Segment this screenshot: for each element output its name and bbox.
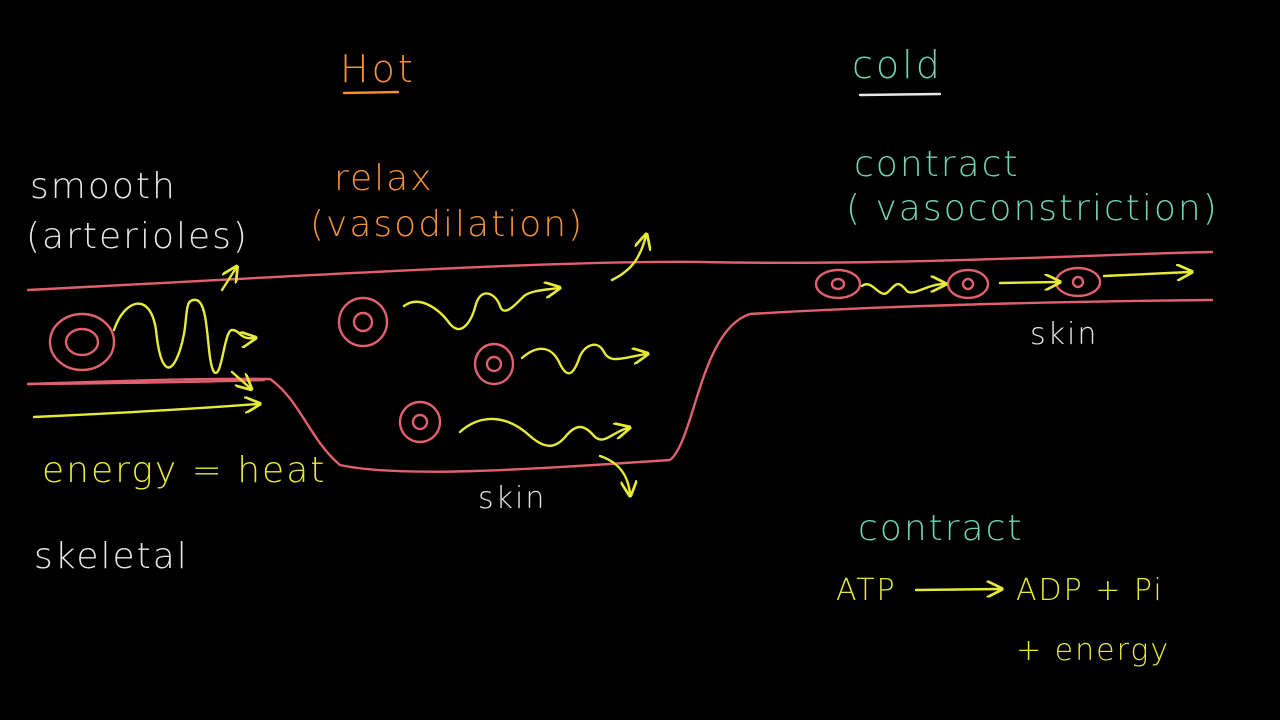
vasoconstriction-label: ( vasoconstriction) <box>846 188 1219 229</box>
arrow-icon <box>998 282 1058 283</box>
heat-wave-icon <box>860 284 944 295</box>
energy-heat-label: energy = heat <box>42 450 326 491</box>
skin-label-right: skin <box>1030 317 1098 352</box>
contract-label-bottom: contract <box>858 508 1024 549</box>
plus-energy-label: + energy <box>1016 633 1170 668</box>
arrow-icon <box>610 236 646 282</box>
vessel-walls <box>26 250 1214 473</box>
relax-label: relax <box>334 158 434 199</box>
blood-cell-icon <box>1054 266 1102 298</box>
arrow-icon <box>598 454 630 494</box>
blood-cell-icon <box>48 312 116 372</box>
hot-heading: Hot <box>340 47 416 91</box>
blood-cell-icon <box>814 268 862 300</box>
smooth-label: smooth <box>30 166 177 207</box>
arterioles-label: (arterioles) <box>26 216 249 257</box>
blood-cell-icon <box>473 342 515 386</box>
skeletal-label: skeletal <box>34 536 189 577</box>
heat-wave-icon <box>520 343 646 375</box>
heat-flow <box>32 236 1190 494</box>
heat-wave-icon <box>458 417 628 447</box>
heat-wave-icon <box>402 288 558 331</box>
blood-cell-icon <box>337 296 389 348</box>
arrow-icon <box>230 370 250 388</box>
blood-cell-icon <box>946 268 990 300</box>
atp-label: ATP <box>836 573 897 608</box>
heat-wave-icon <box>112 298 254 374</box>
arrow-icon <box>32 404 258 419</box>
vessel-upper-wall <box>26 250 1214 292</box>
arrow-icon <box>1102 272 1190 276</box>
contract-label-top: contract <box>854 144 1020 185</box>
vasodilation-label: (vasodilation) <box>310 204 584 245</box>
hot-underline <box>342 90 400 95</box>
blood-cell-icon <box>398 400 442 444</box>
arrow-icon <box>220 268 236 292</box>
skin-label-left: skin <box>478 481 546 516</box>
cold-heading: cold <box>852 43 943 87</box>
cold-underline <box>858 92 942 97</box>
blood-cells <box>48 266 1102 444</box>
reaction-arrow <box>914 589 1000 590</box>
adp-pi-label: ADP + Pi <box>1016 573 1164 608</box>
